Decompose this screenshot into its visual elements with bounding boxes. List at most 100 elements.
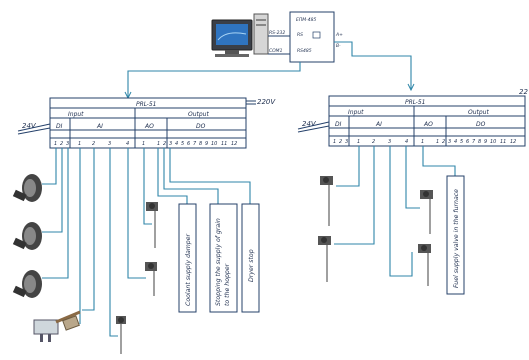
actuator-box-grain-stop bbox=[209, 203, 238, 313]
terminal-label: 2 bbox=[163, 141, 166, 147]
terminal-label: 1 bbox=[421, 139, 424, 145]
actuator-box-dryer-stop bbox=[241, 203, 260, 313]
temperature-probe-icon bbox=[418, 244, 431, 286]
terminal-label: 3 bbox=[448, 139, 451, 145]
terminal-label: 5 bbox=[460, 139, 463, 145]
terminal-label: 4 bbox=[175, 141, 178, 147]
interface-converter bbox=[289, 11, 335, 63]
interface-label: RS-232 bbox=[269, 30, 285, 36]
terminal-label: 10 bbox=[490, 139, 496, 145]
temperature-probe-icon bbox=[420, 190, 433, 234]
plc-left-power-label: 24V bbox=[22, 122, 37, 130]
wire bbox=[163, 148, 219, 204]
terminal-label: 8 bbox=[199, 141, 202, 147]
plc-left bbox=[49, 97, 247, 149]
terminal-label: 11 bbox=[221, 141, 227, 147]
temperature-probe-icon bbox=[318, 236, 331, 282]
wire bbox=[109, 148, 118, 337]
plc-right bbox=[328, 95, 526, 147]
terminal-label: 2 bbox=[442, 139, 445, 145]
converter-pin-a: A+ bbox=[335, 32, 343, 38]
wire bbox=[82, 148, 95, 311]
computer-icon bbox=[211, 13, 269, 57]
terminal-label: 12 bbox=[510, 139, 516, 145]
converter-port-b: RS485 bbox=[297, 48, 312, 54]
terminal-label: 10 bbox=[211, 141, 217, 147]
wire bbox=[42, 148, 69, 279]
actuator-label: Coolant supply damper bbox=[184, 233, 192, 306]
terminal-label: 3 bbox=[388, 139, 391, 145]
terminal-label: 9 bbox=[484, 139, 487, 145]
plc-left-ao-label: AO bbox=[144, 123, 154, 130]
com-port-label: COM1 bbox=[269, 48, 283, 54]
terminal-label: 3 bbox=[108, 141, 111, 147]
terminal-label: 1 bbox=[142, 141, 145, 147]
plc-left-ai-label: AI bbox=[96, 123, 103, 130]
terminal-label: 1 bbox=[357, 139, 360, 145]
temperature-probe-icon bbox=[116, 316, 126, 354]
plc-right-ao-label: AO bbox=[423, 121, 433, 128]
wire bbox=[422, 146, 456, 176]
actuator-label: Dryer stop bbox=[247, 249, 255, 282]
plc-left-title: PRL-51 bbox=[136, 101, 156, 108]
terminal-label: 2 bbox=[339, 139, 342, 145]
plc-right-do-label: DO bbox=[476, 121, 486, 128]
terminal-label: 1 bbox=[78, 141, 81, 147]
terminal-label: 2 bbox=[60, 141, 63, 147]
terminal-label: 3 bbox=[345, 139, 348, 145]
terminal-label: 1 bbox=[54, 141, 57, 147]
plc-left-di-label: DI bbox=[56, 123, 63, 130]
terminal-label: 1 bbox=[436, 139, 439, 145]
plc-left-terminal-row: 1 2 3 1 2 3 4 1 1 2 3 4 5 6 7 8 9 10 11 … bbox=[54, 141, 237, 147]
temperature-probe-icon bbox=[145, 262, 157, 296]
terminal-label: 8 bbox=[478, 139, 481, 145]
rs485-bus-left bbox=[127, 62, 301, 98]
temperature-probe-icon bbox=[320, 176, 333, 226]
terminal-label: 12 bbox=[231, 141, 237, 147]
terminal-label: 1 bbox=[333, 139, 336, 145]
proximity-sensor-icon bbox=[12, 222, 42, 250]
actuator-box-coolant-damper bbox=[178, 203, 197, 313]
actuator-label: Fuel supply valve in the furnace bbox=[452, 189, 460, 288]
terminal-label: 6 bbox=[187, 141, 190, 147]
proximity-sensor-icon bbox=[12, 174, 42, 202]
plc-left-output-header: Output bbox=[188, 111, 209, 118]
wire bbox=[143, 148, 152, 225]
terminal-label: 6 bbox=[466, 139, 469, 145]
terminal-label: 9 bbox=[205, 141, 208, 147]
plc-right-terminal-row: 1 2 3 1 2 3 4 1 1 2 3 4 5 6 7 8 9 10 11 … bbox=[333, 139, 516, 145]
moisture-sensor-icon bbox=[33, 310, 81, 342]
plc-right-title: PRL-51 bbox=[405, 99, 425, 106]
wire bbox=[42, 148, 57, 185]
wire bbox=[389, 146, 413, 277]
terminal-label: 11 bbox=[500, 139, 506, 145]
plc-left-supply-label: 220V bbox=[257, 98, 276, 106]
wire bbox=[157, 148, 188, 204]
terminal-label: 1 bbox=[157, 141, 160, 147]
wire bbox=[336, 146, 360, 187]
wire bbox=[127, 148, 146, 279]
wire bbox=[334, 146, 375, 245]
plc-right-ai-label: AI bbox=[375, 121, 382, 128]
plc-right-output-header: Output bbox=[468, 109, 489, 116]
converter-title: ЕПМ-485 bbox=[296, 17, 316, 23]
converter-port-a: RS bbox=[297, 32, 303, 38]
actuator-label-line: to the hopper bbox=[223, 263, 231, 306]
terminal-label: 5 bbox=[181, 141, 184, 147]
terminal-label: 4 bbox=[126, 141, 129, 147]
terminal-label: 3 bbox=[66, 141, 69, 147]
terminal-label: 7 bbox=[472, 139, 476, 145]
terminal-label: 2 bbox=[372, 139, 375, 145]
terminal-label: 3 bbox=[169, 141, 172, 147]
actuator-box-fuel-valve bbox=[446, 175, 465, 295]
plc-left-do-label: DO bbox=[196, 123, 206, 130]
terminal-label: 7 bbox=[193, 141, 197, 147]
actuator-label-line: Stopping the supply of grain bbox=[214, 218, 222, 306]
temperature-probe-icon bbox=[146, 202, 158, 248]
plc-right-di-label: DI bbox=[335, 121, 342, 128]
plc-left-input-header: Input bbox=[68, 111, 84, 118]
converter-pin-b: B- bbox=[336, 43, 341, 49]
